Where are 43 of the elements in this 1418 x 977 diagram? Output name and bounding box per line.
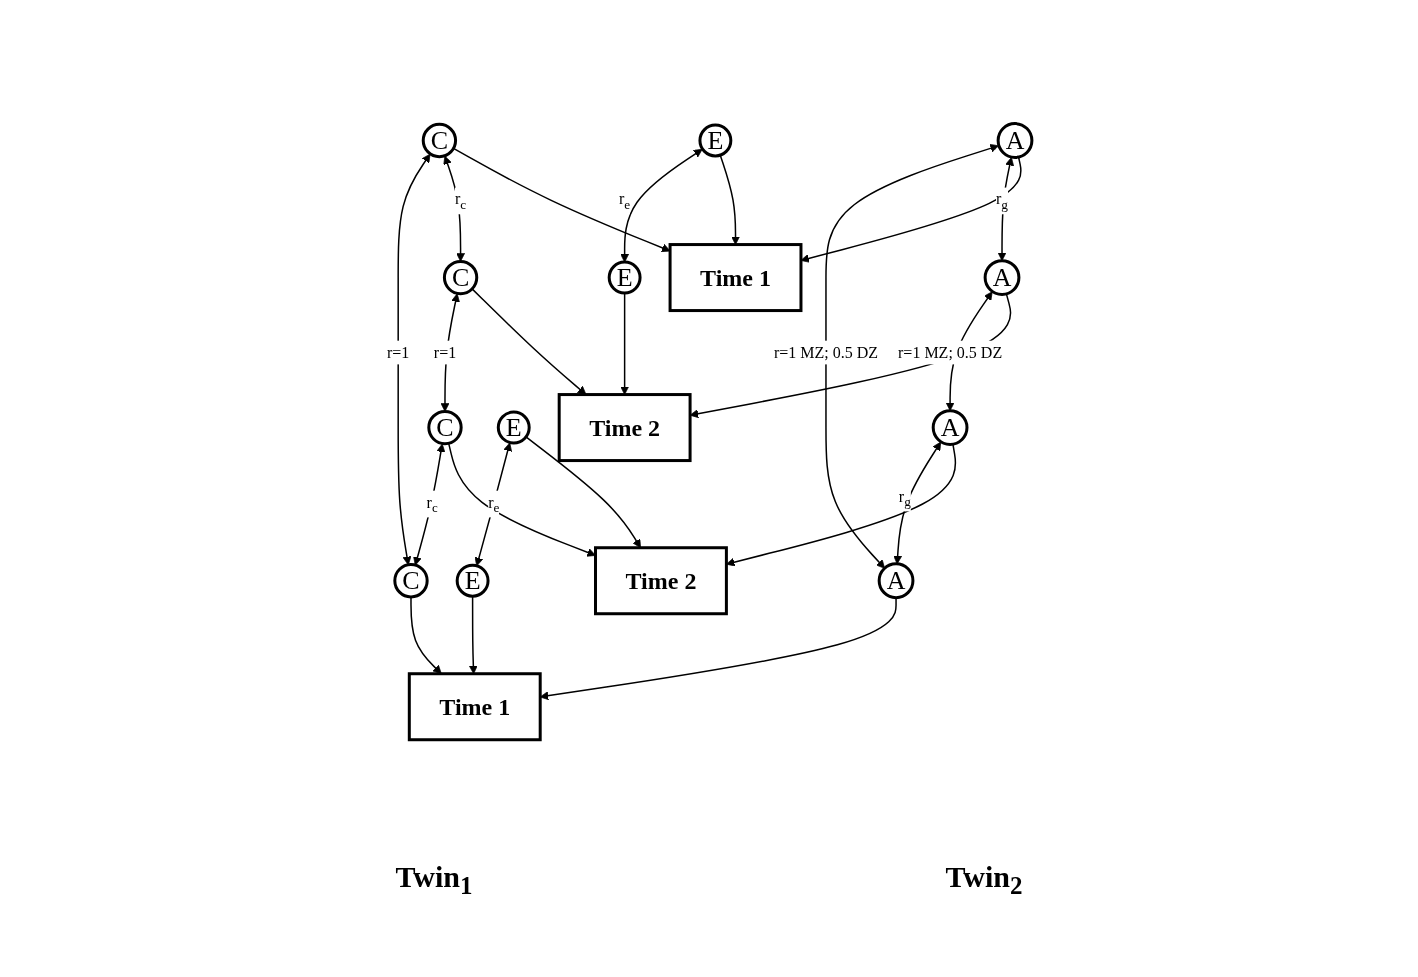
arrow	[452, 147, 670, 252]
node-circle: C	[442, 259, 478, 295]
node-circle: E	[607, 260, 642, 295]
node-circle: A	[931, 408, 969, 446]
node-circle: A	[996, 121, 1033, 159]
node-box: Time 1	[407, 671, 542, 741]
edge-label: r=1	[386, 343, 409, 361]
edge-label: r$_{g}$	[995, 190, 1008, 212]
edge-label: r$_{c}$	[426, 493, 438, 515]
arrow	[470, 287, 586, 395]
node-circle: A	[983, 258, 1020, 296]
node-circle: C	[421, 122, 457, 158]
arrow	[468, 595, 478, 674]
node-circle: E	[455, 563, 490, 598]
twin-label: Twin$_{2}$	[945, 860, 1023, 900]
node-box: Time 1	[668, 242, 802, 312]
arrow	[725, 443, 956, 567]
edge-label: r=1 MZ; 0.5 DZ	[773, 343, 878, 361]
node-circle: C	[426, 409, 463, 445]
node-box: Time 2	[593, 545, 728, 615]
edge-label: r$_{g}$	[898, 487, 911, 509]
edge-label: r$_{c}$	[454, 190, 466, 212]
node-box: Time 2	[557, 392, 692, 462]
arrow	[474, 442, 512, 566]
node-circle: E	[698, 123, 732, 158]
arrow	[619, 148, 703, 263]
node-circle: C	[392, 562, 429, 599]
edge-label: r=1 MZ; 0.5 DZ	[897, 343, 1002, 361]
arrow	[719, 154, 740, 245]
arrow	[412, 443, 445, 566]
edge-label: r$_{e}$	[618, 190, 630, 212]
twin-label: Twin$_{1}$	[395, 860, 473, 900]
arrow	[539, 596, 897, 700]
arrow	[524, 435, 641, 548]
edge-label: r=1	[433, 343, 456, 361]
edge-label: r$_{e}$	[487, 493, 499, 515]
arrow	[397, 153, 430, 565]
arrow	[892, 441, 941, 564]
arrow	[447, 442, 596, 557]
node-circle: E	[496, 410, 531, 445]
arrow	[824, 143, 999, 569]
arrow	[440, 293, 460, 412]
node-circle: A	[877, 561, 914, 599]
